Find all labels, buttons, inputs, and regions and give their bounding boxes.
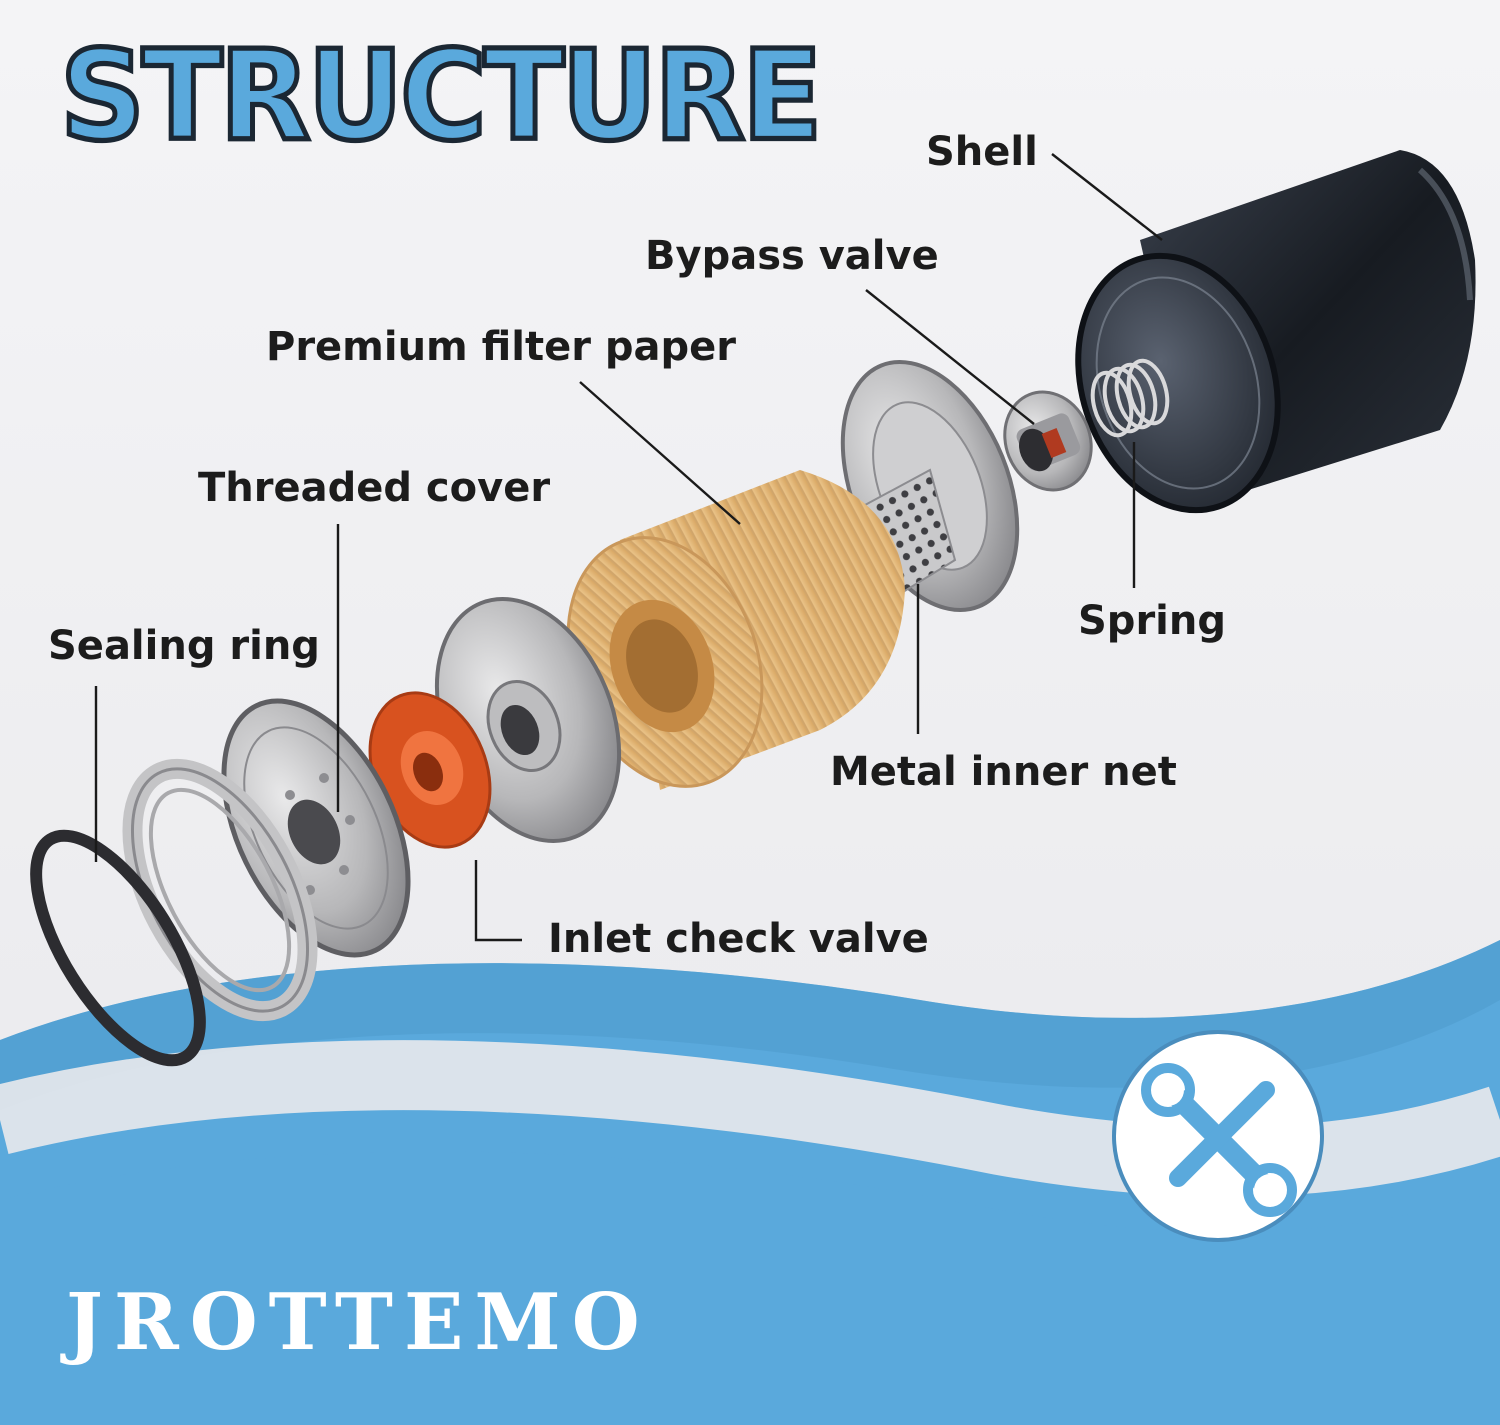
brand-logo-text: JROTTEMO [66,1277,651,1368]
label-shell: Shell [926,129,1038,175]
label-threaded-cover: Threaded cover [198,465,551,511]
label-inlet-check-valve: Inlet check valve [548,916,929,962]
spring-part [1090,358,1170,438]
leader-lines [94,153,1163,942]
threaded-cover-part [221,698,411,958]
tools-badge [1112,1030,1324,1242]
sealing-ring-part [30,829,206,1067]
gasket-part [122,758,318,1022]
label-bypass-valve: Bypass valve [645,233,939,279]
label-filter-paper: Premium filter paper [266,324,737,370]
wrench-screwdriver-icon [1141,1063,1297,1217]
label-spring: Spring [1078,598,1226,644]
filter-paper-part [566,470,905,790]
shell-part [1075,150,1476,514]
page-title: STRUCTURE [58,20,826,170]
label-metal-inner-net: Metal inner net [830,749,1177,795]
label-sealing-ring: Sealing ring [48,623,320,669]
